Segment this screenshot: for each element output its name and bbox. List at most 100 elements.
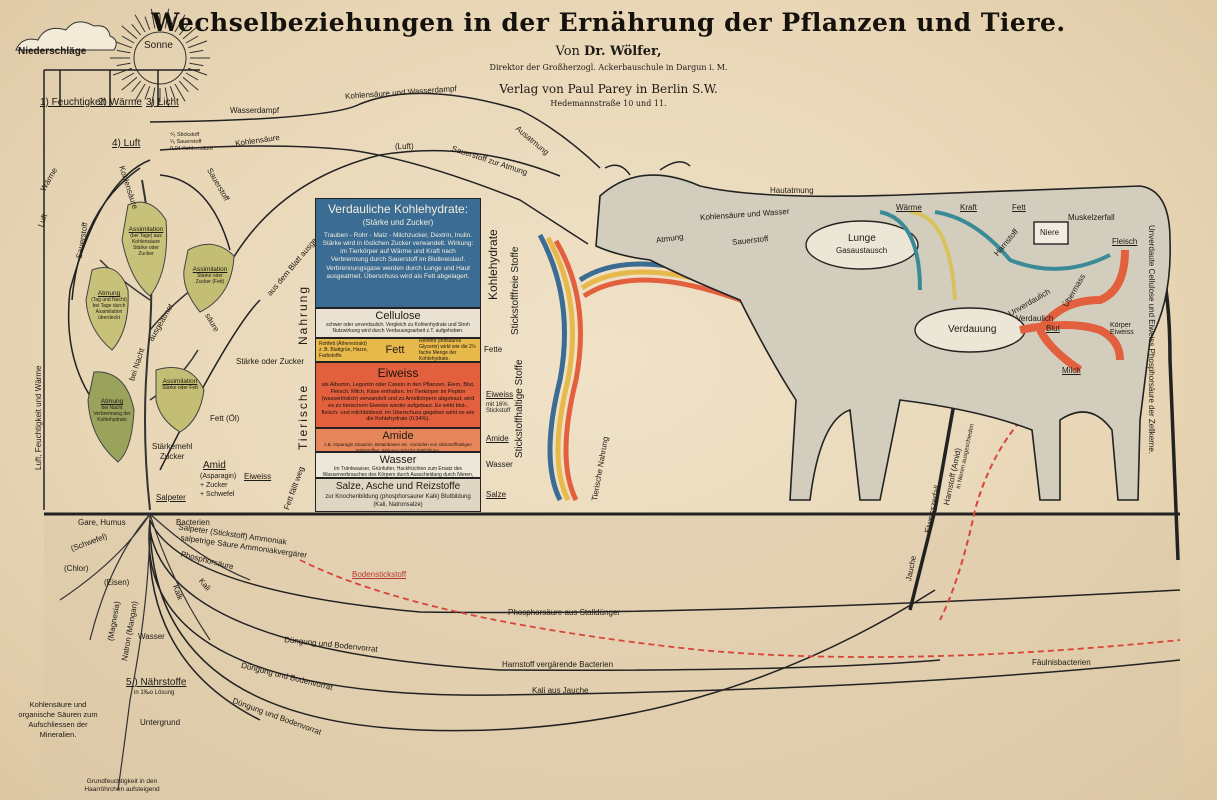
sun-ray — [150, 8, 156, 29]
wasser-title: Wasser — [379, 454, 417, 466]
lung-gasaustausch: Gasaustausch — [836, 246, 888, 255]
label-blut: Blut — [1046, 324, 1060, 333]
sun-ray — [169, 16, 176, 30]
label-staerkemehl: Stärkemehl — [152, 442, 193, 451]
author-position: Direktor der Großherzogl. Ackerbauschule… — [489, 63, 728, 72]
sun-ray — [144, 86, 151, 100]
sun-ray — [188, 40, 208, 49]
label-bacterien: Bacterien — [176, 518, 210, 527]
label-phosphorsaeure-stallduenger: Phosphorsäure aus Stalldünger — [508, 608, 621, 617]
author-line: Von Dr. Wölfer, — [0, 44, 1217, 59]
sun-ray — [174, 14, 186, 33]
side-stickstofffreie: Stickstofffreie Stoffe — [510, 246, 521, 335]
box-fett: Rohfett (Ätherextrakt) z. B. Blattgrün, … — [315, 338, 481, 362]
box-cellulose: Cellulose schwer oder unverdaulich. Verg… — [315, 308, 481, 338]
leaf-assimilation-1: Assimilation(bei Tage) aus Kohlensäure S… — [126, 226, 166, 257]
eiweiss-text: als Albumin, Legumin oder Casein in den … — [321, 382, 475, 423]
label-kohlensaeure-organische: Kohlensäure und organische Säuren zum Au… — [18, 700, 98, 739]
sun-ray — [178, 80, 189, 93]
sun-ray — [131, 23, 142, 36]
label-nahrung: Nahrung — [296, 284, 310, 345]
air-note-3: 0,04 Kohlensäure — [170, 146, 214, 152]
sun-ray — [182, 76, 199, 91]
side-fette: Fette — [484, 345, 503, 354]
sun-ray — [174, 83, 186, 102]
label-milch: Milch — [1062, 366, 1081, 375]
label-bodenstickstoff: Bodenstickstoff — [352, 570, 407, 579]
side-eiweiss-note: mit 16% Stickstoff — [486, 402, 511, 414]
amid-detail-1: (Asparagin) — [200, 473, 237, 480]
sun-ray — [182, 25, 199, 40]
wasser-text: Im Tränkwasser, Grünfutter, Hackfrüchten… — [322, 466, 474, 478]
amid-detail-3: + Schwefel — [200, 491, 235, 498]
sun-ray — [121, 72, 135, 81]
publisher-line: Verlag von Paul Parey in Berlin S.W. — [499, 82, 718, 96]
sun-ray — [121, 25, 138, 40]
label-fett-cow: Fett — [1012, 203, 1026, 212]
label-koerper-eiweiss: Körper Eiweiss — [1110, 322, 1134, 336]
amid-details: (Asparagin) + Zucker + Schwefel — [200, 472, 236, 499]
sun-ray — [164, 8, 170, 29]
precipitation-label: Niederschläge — [18, 46, 87, 57]
sun-ray — [189, 62, 204, 67]
sun-icon — [110, 8, 210, 108]
label-waerme-cow: Wärme — [896, 203, 922, 212]
assimilation-2-title: Assimilation — [192, 266, 228, 273]
label-untergrund: Untergrund — [140, 718, 181, 727]
factor-light: 3) Licht — [146, 97, 179, 108]
sun-ray — [178, 23, 189, 36]
label-amid: Amid — [203, 460, 226, 471]
sun-ray — [185, 35, 199, 44]
amid-detail-2: + Zucker — [200, 482, 228, 489]
assimilation-3-text: Stärke oder Fett — [162, 385, 198, 391]
assimilation-1-text: (bei Tage) aus Kohlensäure Stärke oder Z… — [130, 233, 162, 257]
respiration-1-title: Atmung — [97, 290, 121, 297]
factor-air: 4) Luft — [112, 138, 141, 149]
kohlehydrate-subtitle: (Stärke und Zucker) — [362, 218, 434, 227]
sun-ray — [150, 87, 156, 108]
sun-ray — [144, 16, 151, 30]
factor-warmth: 2) Wärme — [98, 97, 142, 108]
respiration-1-text: (Tag und Nacht) bei Tage durch Assimilat… — [91, 297, 127, 321]
side-amide: Amide — [486, 434, 509, 443]
lung-organ — [805, 220, 919, 270]
cellulose-text: schwer oder unverdaulich. Vergleich zu K… — [326, 322, 470, 335]
kidney-label: Niere — [1040, 228, 1060, 237]
sun-ray — [169, 86, 176, 100]
sun-ray — [189, 49, 204, 54]
salze-text: zur Knochenbildung (phosphorsaurer Kalk)… — [325, 494, 471, 508]
fett-right: Reinfett (fettsaures Glycerin) wirkt wie… — [419, 338, 476, 362]
assimilation-2-text: Stärke oder Zucker (Fett) — [195, 273, 225, 285]
sun-ray — [164, 87, 170, 108]
assimilation-3-title: Assimilation — [162, 378, 198, 385]
kohlehydrate-title: Verdauliche Kohlehydrate: — [327, 202, 469, 216]
respiration-2-title: Atmung — [100, 398, 124, 405]
factor-moisture: 1) Feuchtigkeit — [40, 97, 106, 108]
label-fett-oel: Fett (Öl) — [210, 414, 240, 423]
label-harnstoff-bacterien: Harnstoff vergärende Bacterien — [502, 660, 614, 669]
label-wasserdampf: Wasserdampf — [230, 106, 280, 115]
cloud-icon — [15, 21, 117, 51]
sun-ray — [131, 80, 142, 93]
label-staerke-oder-zucker: Stärke oder Zucker — [236, 357, 305, 366]
box-eiweiss: Eiweiss als Albumin, Legumin oder Casein… — [315, 362, 481, 428]
label-luft-feuchtigkeit-waerme: Luft, Feuchtigkeit und Wärme — [34, 365, 43, 471]
sun-ray — [134, 14, 146, 33]
lung-label: Lunge — [848, 233, 876, 244]
label-faeulnisbacterien: Fäulnisbacterien — [1032, 658, 1091, 667]
plant-illustration — [59, 179, 251, 791]
fett-left: Rohfett (Ätherextrakt) z. B. Blattgrün, … — [319, 341, 368, 359]
label-kali-aus-jauche: Kali aus Jauche — [532, 686, 589, 695]
factor-nutrients: 5.) Nährstoffe — [126, 677, 187, 688]
side-eiweiss: Eiweiss — [486, 390, 514, 399]
box-amide: Amide z.B. Asparagin Glutamin, Betainbas… — [315, 428, 481, 452]
cellulose-title: Cellulose — [375, 310, 421, 322]
label-verdaulich: Verdaulich — [1016, 314, 1054, 323]
respiration-2-text: bei Nacht Verbrennung der Kohlehydrate — [93, 405, 131, 423]
salze-title: Salze, Asche und Reizstoffe — [335, 481, 461, 492]
side-salze: Salze — [486, 490, 507, 499]
